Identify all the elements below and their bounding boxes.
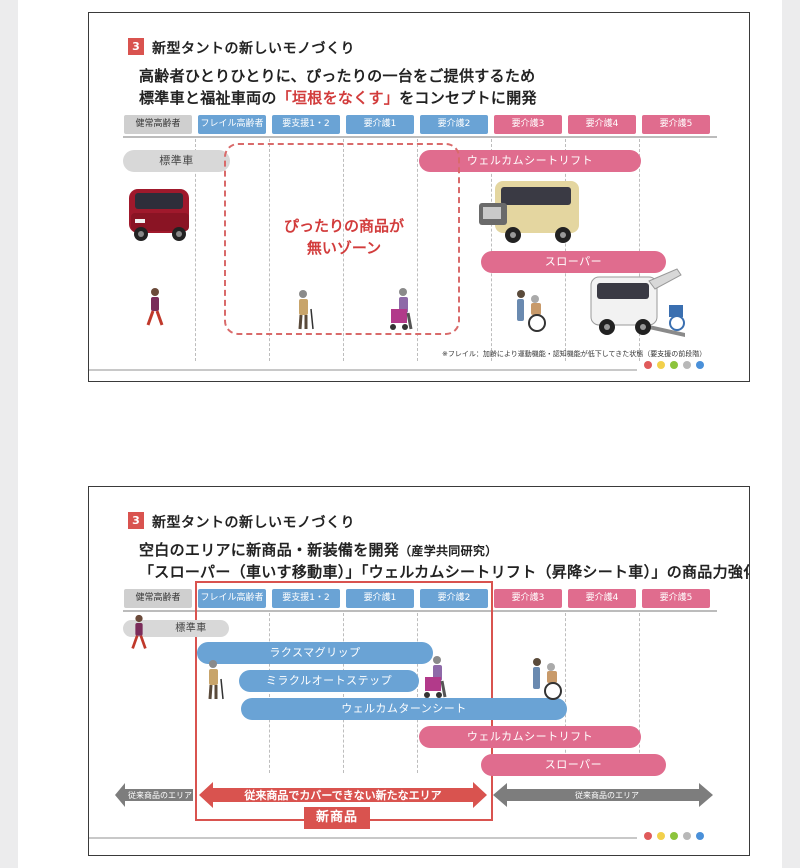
slopar-bar: スローパー <box>481 251 666 273</box>
category-support: 要支援1・2 <box>272 589 340 608</box>
walker-elderly-icon <box>424 656 447 698</box>
dot-red <box>644 832 652 840</box>
lead-line-1: 空白のエリアに新商品・新装備を開発（産学共同研究） <box>139 541 498 559</box>
miracle-auto-step-bar: ミラクルオートステップ <box>239 670 419 692</box>
cane-elderly-icon <box>208 660 224 700</box>
category-care2: 要介護2 <box>420 589 488 608</box>
section-number-badge: 3 <box>128 512 144 529</box>
category-baseline <box>123 136 717 138</box>
divider <box>269 613 270 773</box>
divider <box>195 139 196 361</box>
dot-gray <box>683 832 691 840</box>
divider <box>639 139 640 361</box>
divider <box>639 613 640 773</box>
divider <box>491 139 492 361</box>
standard-car-image <box>129 189 189 241</box>
welcab-turn-seat-bar: ウェルカムターンシート <box>241 698 567 720</box>
category-healthy: 健常高齢者 <box>124 115 192 134</box>
color-dots <box>644 832 704 840</box>
category-care1: 要介護1 <box>346 115 414 134</box>
walking-elderly-icon <box>146 288 164 326</box>
cane-elderly-icon <box>298 290 314 330</box>
category-frail: フレイル高齢者 <box>198 589 266 608</box>
divider <box>343 139 344 361</box>
right-area-label: 従来商品のエリア <box>575 791 639 800</box>
walker-elderly-icon <box>390 288 413 330</box>
divider <box>565 613 566 773</box>
dot-blue <box>696 832 704 840</box>
category-support: 要支援1・2 <box>272 115 340 134</box>
wheelchair-elderly-icon <box>517 290 546 332</box>
slide-1: 3 新型タントの新しいモノづくり 高齢者ひとりひとりに、ぴったりの一台をご提供す… <box>88 12 750 382</box>
welcab-lift-bar: ウェルカムシートリフト <box>419 726 641 748</box>
dot-gray <box>683 361 691 369</box>
highlight-concept: 「垣根をなくす」 <box>276 89 400 107</box>
new-product-label: 新商品 <box>304 807 370 829</box>
document-page: 3 新型タントの新しいモノづくり 高齢者ひとりひとりに、ぴったりの一台をご提供す… <box>18 0 782 868</box>
bottom-rule <box>89 369 637 371</box>
lead-line-1: 高齢者ひとりひとりに、ぴったりの一台をご提供するため <box>139 67 536 85</box>
dot-blue <box>696 361 704 369</box>
no-product-zone <box>224 143 460 335</box>
new-area-label: 従来商品でカバーできない新たなエリア <box>244 789 442 802</box>
standard-car-label: 標準車 <box>123 620 229 637</box>
color-dots <box>644 361 704 369</box>
right-area-arrow <box>493 783 713 807</box>
left-area-arrow <box>115 783 193 807</box>
dot-yellow <box>657 832 665 840</box>
bottom-rule <box>89 837 637 839</box>
dot-green <box>670 361 678 369</box>
lead-line-2: 標準車と福祉車両の「垣根をなくす」をコンセプトに開発 <box>139 89 537 107</box>
category-healthy: 健常高齢者 <box>124 589 192 608</box>
slopar-car-image <box>590 268 685 337</box>
slide-title: 新型タントの新しいモノづくり <box>152 41 355 57</box>
category-care4: 要介護4 <box>568 115 636 134</box>
category-care4: 要介護4 <box>568 589 636 608</box>
category-care5: 要介護5 <box>642 589 710 608</box>
left-area-label: 従来商品のエリア <box>128 791 192 800</box>
standard-car-label: 標準車 <box>123 150 230 172</box>
raku-grip-bar: ラクスマグリップ <box>197 642 433 664</box>
walking-elderly-icon <box>131 614 147 649</box>
dot-red <box>644 361 652 369</box>
slopar-bar: スローパー <box>481 754 666 776</box>
divider <box>417 139 418 361</box>
welcab-lift-bar: ウェルカムシートリフト <box>419 150 641 172</box>
divider <box>269 139 270 361</box>
category-care3: 要介護3 <box>494 115 562 134</box>
footnote: ※フレイル：加齢により運動機能・認知機能が低下してきた状態（要支援の前段階） <box>442 350 707 358</box>
new-area-arrow <box>199 782 487 808</box>
dot-green <box>670 832 678 840</box>
welcab-lift-car-image <box>479 181 579 243</box>
lead-line-2: 「スローパー（車いす移動車）」「ウェルカムシートリフト（昇降シート車）」の商品力… <box>139 563 750 581</box>
dot-yellow <box>657 361 665 369</box>
slide-title: 新型タントの新しいモノづくり <box>152 515 355 531</box>
divider <box>565 139 566 361</box>
category-care2: 要介護2 <box>420 115 488 134</box>
category-baseline <box>123 610 717 612</box>
no-product-zone-text: ぴったりの商品が無いゾーン <box>283 217 404 257</box>
category-care3: 要介護3 <box>494 589 562 608</box>
category-care1: 要介護1 <box>346 589 414 608</box>
wheelchair-elderly-icon <box>533 658 562 700</box>
area-arrows <box>115 782 713 808</box>
section-number-badge: 3 <box>128 38 144 55</box>
slide-2: 3 新型タントの新しいモノづくり 空白のエリアに新商品・新装備を開発（産学共同研… <box>88 486 750 856</box>
divider <box>417 613 418 773</box>
category-care5: 要介護5 <box>642 115 710 134</box>
divider <box>343 613 344 773</box>
category-frail: フレイル高齢者 <box>198 115 266 134</box>
